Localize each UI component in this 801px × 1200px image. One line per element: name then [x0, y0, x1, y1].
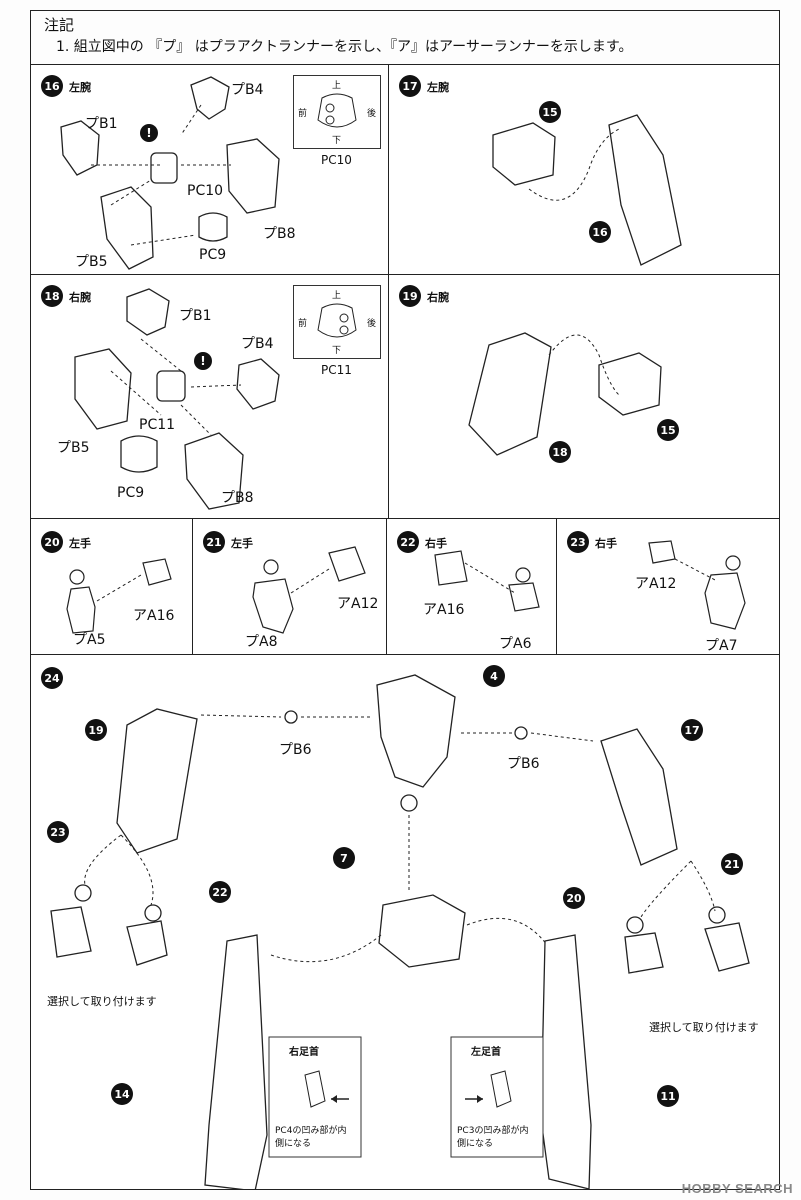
select-note-right: 選択して取り付けます — [649, 1021, 759, 1034]
ref-16: 16 — [589, 221, 611, 243]
left-arm-join-illustration — [492, 114, 682, 266]
dir-front: 前 — [298, 109, 308, 119]
dir-back: 後 — [366, 109, 376, 119]
ref-18: 18 — [549, 441, 571, 463]
full-assembly-illustration — [50, 674, 750, 1189]
ref-23: 23 — [47, 821, 69, 843]
dir-down: 下 — [332, 346, 342, 356]
left-hand-illustration — [66, 558, 172, 634]
ref-15: 15 — [657, 419, 679, 441]
ref-19: 19 — [85, 719, 107, 741]
hobby-search-watermark: HOBBY SEARCH — [681, 1181, 793, 1196]
ref-22: 22 — [209, 881, 231, 903]
part-label: プB6 — [507, 756, 540, 772]
step-24-panel: 24 — [30, 654, 780, 1190]
svg-text:!: ! — [200, 354, 205, 368]
select-note-left: 選択して取り付けます — [47, 995, 157, 1008]
step-22-label: 右手 — [425, 537, 447, 550]
part-label: アA12 — [635, 576, 677, 592]
step-23-panel: 23 右手 アA12 プA7 — [556, 518, 780, 656]
step-number-17: 17 — [399, 75, 421, 97]
part-label: プB4 — [231, 82, 264, 98]
notes-section: 注記 1. 組立図中の 『プ』 はプラアクトランナーを示し、『ア』はアーサーラン… — [44, 14, 633, 58]
step-21-panel: 21 左手 アA12 プA8 — [192, 518, 388, 656]
ref-11: 11 — [657, 1085, 679, 1107]
part-label: プB6 — [279, 742, 312, 758]
step-number-23: 23 — [567, 531, 589, 553]
step-23-label: 右手 — [595, 537, 617, 550]
part-label: アA12 — [337, 596, 379, 612]
ref-14: 14 — [111, 1083, 133, 1105]
step-16-panel: 16 左腕 ! プB4 プB1 PC10 プB8 プB5 PC9 — [30, 64, 390, 276]
pc10-caption: PC10 — [321, 153, 352, 167]
step-22-panel: 22 右手 アA16 プA6 — [386, 518, 558, 656]
right-hand-illustration — [434, 550, 540, 612]
right-arm-join-illustration — [468, 332, 662, 456]
part-label: プB8 — [221, 490, 254, 506]
step-19-label: 右腕 — [427, 291, 449, 304]
step-18-panel: 18 右腕 ! プB1 プB4 PC11 プB5 PC9 プB8 上 — [30, 274, 390, 520]
step-number-21: 21 — [203, 531, 225, 553]
part-label: プB8 — [263, 226, 296, 242]
part-label: プB5 — [75, 254, 108, 270]
step-number-19: 19 — [399, 285, 421, 307]
part-label: アA16 — [423, 602, 465, 618]
part-label: プB1 — [85, 116, 118, 132]
part-label: PC10 — [187, 183, 224, 199]
right-ankle-caption: PC4の凹み部が内側になる — [275, 1126, 347, 1149]
notes-line-1: 1. 組立図中の 『プ』 はプラアクトランナーを示し、『ア』はアーサーランナーを… — [56, 39, 633, 55]
ref-4: 4 — [483, 665, 505, 687]
step-16-label: 左腕 — [69, 81, 91, 94]
right-hand-illustration — [648, 540, 746, 630]
part-label: プB1 — [179, 308, 212, 324]
ref-20: 20 — [563, 887, 585, 909]
ref-15: 15 — [539, 101, 561, 123]
step-20-panel: 20 左手 アA16 プA5 — [30, 518, 194, 656]
left-ankle-caption: PC3の凹み部が内側になる — [457, 1126, 529, 1149]
dir-up: 上 — [332, 81, 342, 91]
right-arm-assembly-illustration: ! — [74, 288, 280, 510]
dir-back: 後 — [366, 319, 376, 329]
right-ankle-title: 右足首 — [289, 1047, 319, 1058]
pc11-caption: PC11 — [321, 363, 352, 377]
part-label: プB5 — [57, 440, 90, 456]
part-label: PC9 — [117, 485, 145, 501]
left-ankle-title: 左足首 — [471, 1047, 501, 1058]
step-17-panel: 17 左腕 15 16 — [388, 64, 780, 276]
step-number-18: 18 — [41, 285, 63, 307]
part-label: アA16 — [133, 608, 175, 624]
left-hand-illustration — [252, 546, 366, 634]
left-arm-assembly-illustration: ! — [60, 76, 280, 270]
step-20-label: 左手 — [69, 537, 91, 550]
dir-front: 前 — [298, 319, 308, 329]
ref-7: 7 — [333, 847, 355, 869]
part-label: PC11 — [139, 417, 176, 433]
step-number-24: 24 — [41, 667, 63, 689]
dir-up: 上 — [332, 291, 342, 301]
dir-down: 下 — [332, 136, 342, 146]
pc10-orientation-box: 上 下 前 後 — [293, 75, 381, 149]
ref-21: 21 — [721, 853, 743, 875]
part-label: プA7 — [705, 638, 738, 654]
part-label: プA6 — [499, 636, 532, 652]
step-17-label: 左腕 — [427, 81, 449, 94]
step-number-16: 16 — [41, 75, 63, 97]
step-21-label: 左手 — [231, 537, 253, 550]
part-label: プB4 — [241, 336, 274, 352]
pc11-orientation-box: 上 下 前 後 — [293, 285, 381, 359]
step-19-panel: 19 右腕 18 15 — [388, 274, 780, 520]
step-18-label: 右腕 — [69, 291, 91, 304]
part-label: プA8 — [245, 634, 278, 650]
step-number-22: 22 — [397, 531, 419, 553]
ref-17: 17 — [681, 719, 703, 741]
step-number-20: 20 — [41, 531, 63, 553]
part-label: PC9 — [199, 247, 227, 263]
part-label: プA5 — [73, 632, 106, 648]
svg-text:!: ! — [146, 126, 151, 140]
notes-title: 注記 — [44, 16, 75, 34]
